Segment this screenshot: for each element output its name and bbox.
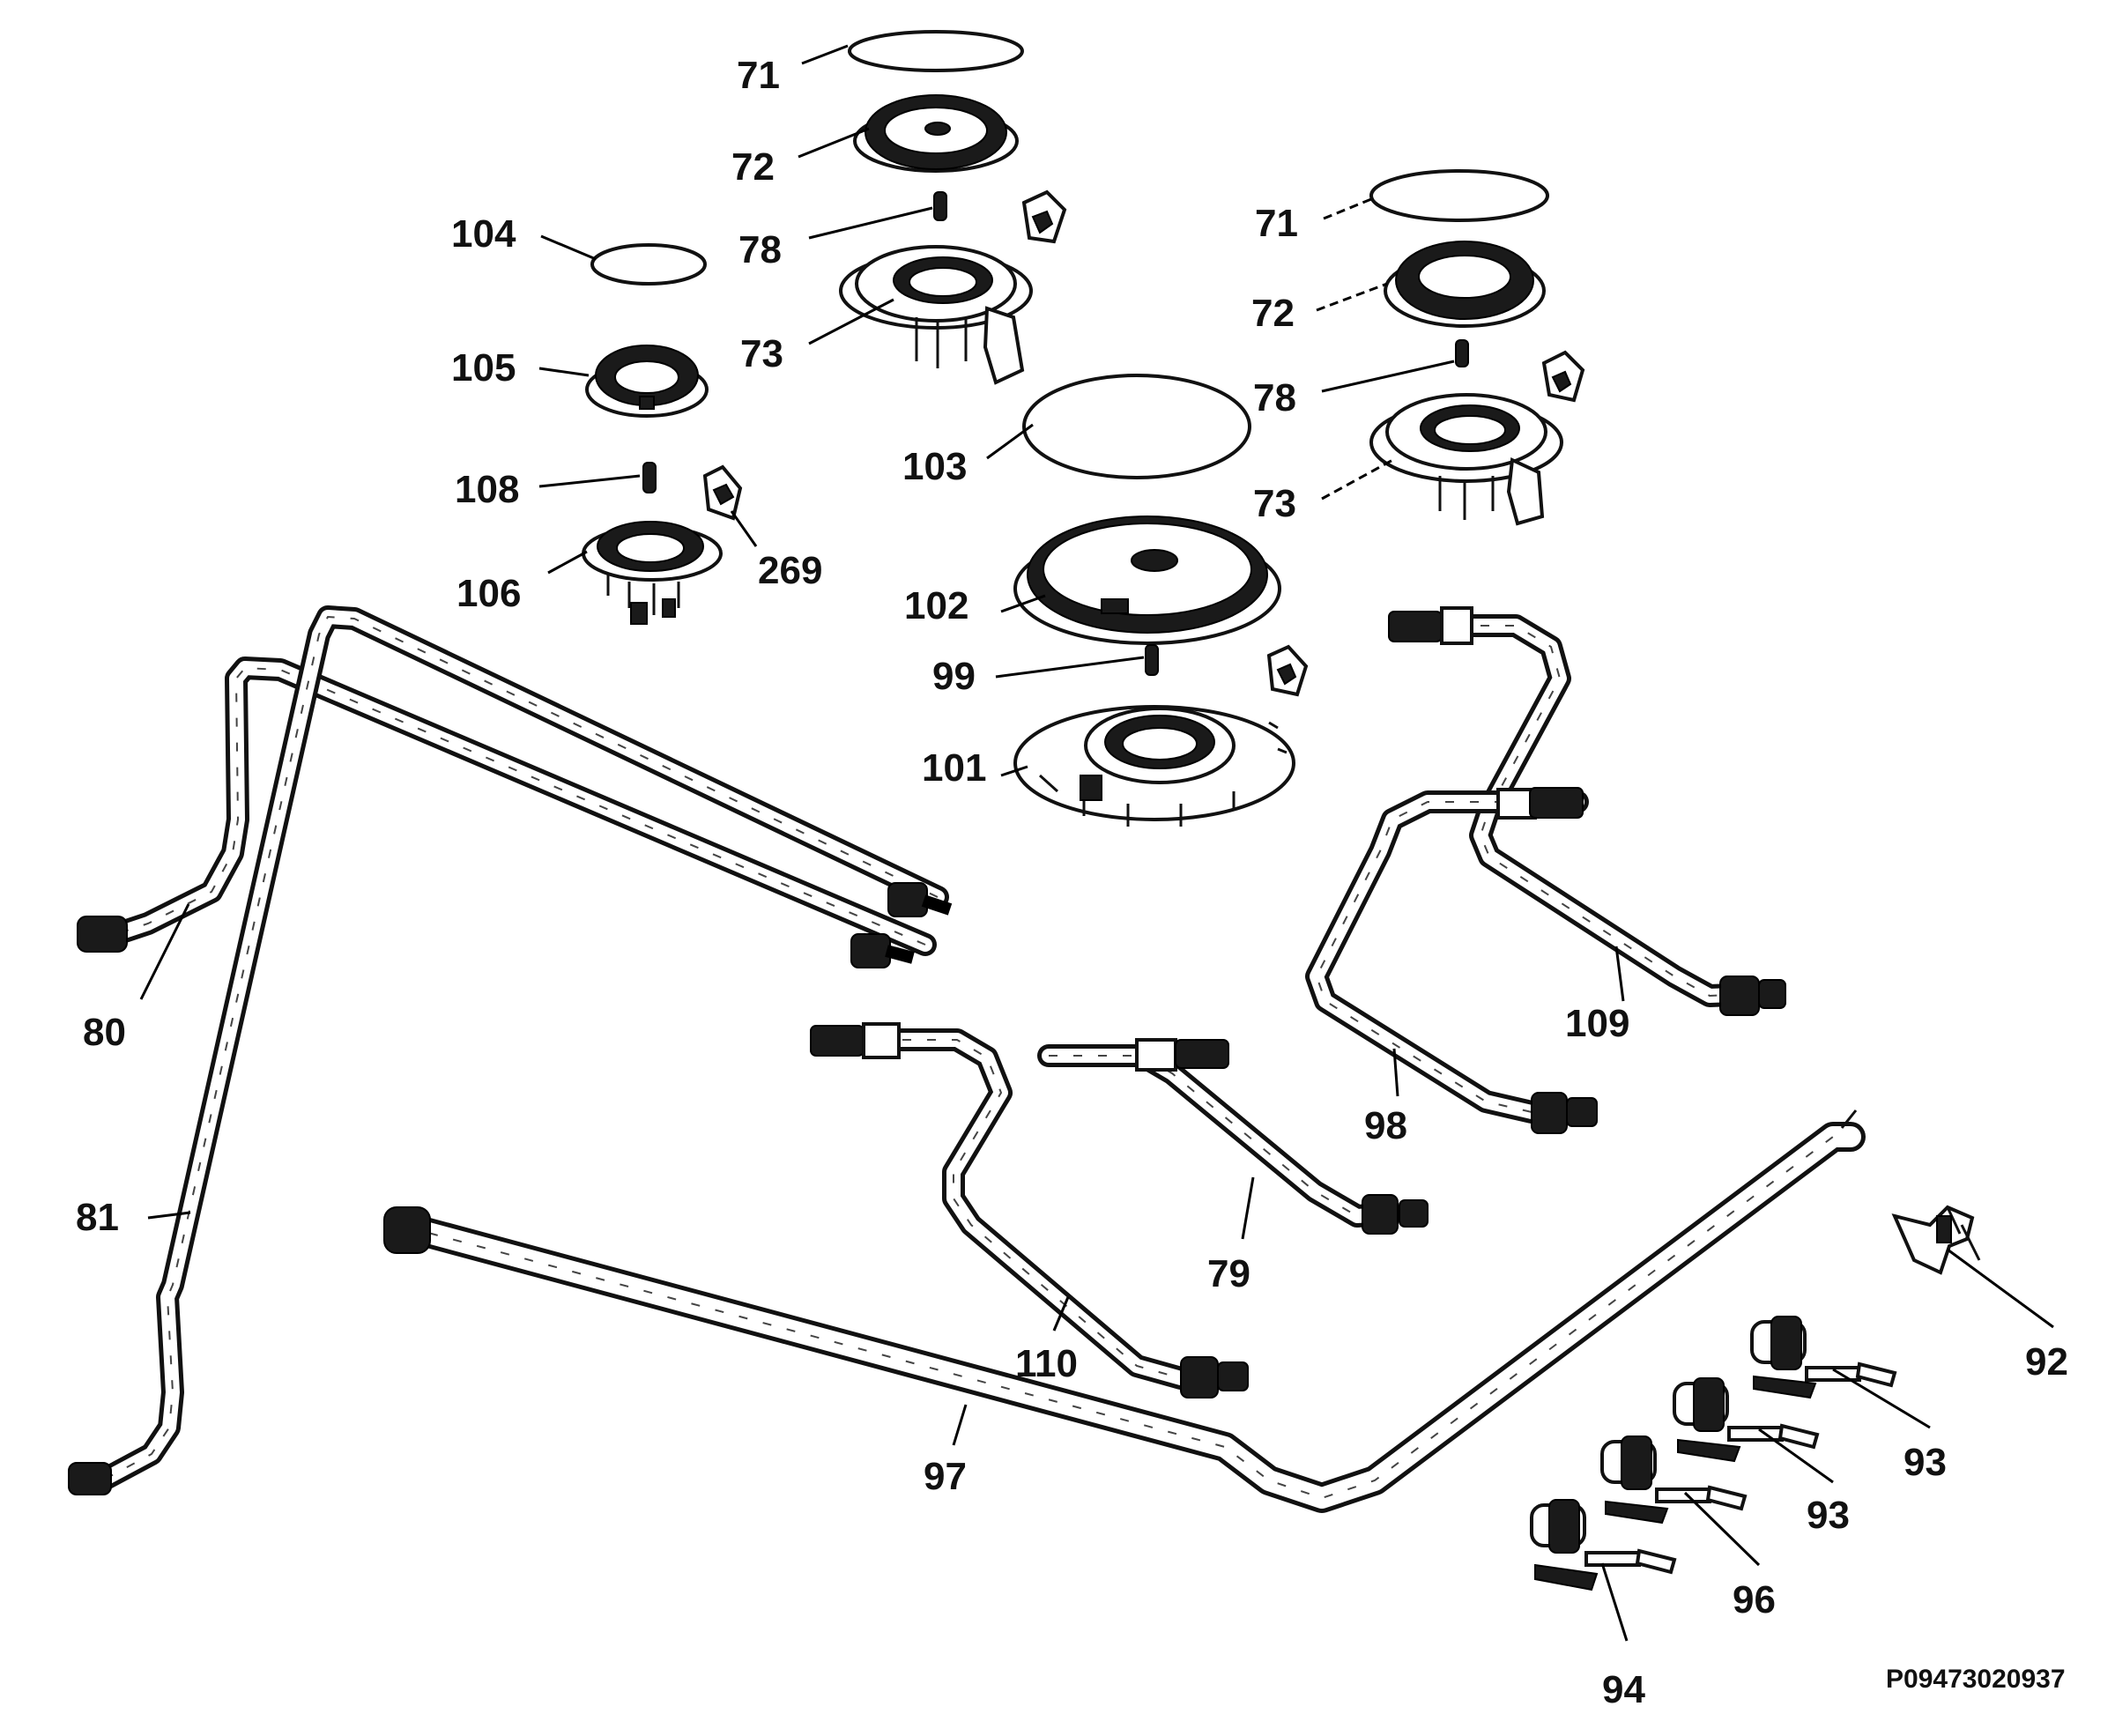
- gas-pipe-79: [1037, 1038, 1429, 1235]
- gas-valve-96: [1600, 1436, 1748, 1525]
- burner-cap-ring-104: [590, 243, 707, 286]
- burner-base-101: [1013, 705, 1295, 827]
- burner-cap-105: [585, 345, 709, 418]
- label-78-right: 78: [1253, 376, 1296, 419]
- label-81: 81: [76, 1196, 119, 1239]
- label-72-top: 72: [731, 145, 775, 189]
- electrode-99: [1145, 644, 1159, 676]
- label-99: 99: [932, 655, 976, 698]
- gas-pipe-81: [68, 605, 953, 1495]
- burner-base-106: [582, 521, 723, 625]
- label-79: 79: [1207, 1252, 1250, 1295]
- label-80: 80: [83, 1011, 126, 1054]
- label-105: 105: [451, 346, 516, 389]
- burner-cap-72-right: [1384, 241, 1546, 328]
- label-96: 96: [1733, 1578, 1776, 1621]
- label-108: 108: [455, 468, 519, 511]
- label-103: 103: [902, 445, 967, 488]
- electrode-78-right: [1455, 339, 1469, 367]
- clip-right-icon: [1541, 350, 1585, 403]
- label-106: 106: [456, 572, 521, 615]
- part-labels: 71 72 78 73 104 105 108 106 269 71 72 78…: [76, 54, 2068, 1711]
- gas-valve-94: [1530, 1499, 1677, 1591]
- label-97: 97: [924, 1455, 967, 1498]
- gas-pipe-109: [1388, 606, 1786, 1016]
- burner-cap-ring-71-right: [1369, 169, 1549, 222]
- label-102: 102: [904, 584, 968, 627]
- burner-cap-ring-71-top: [848, 30, 1024, 72]
- clip-99-icon: [1266, 644, 1309, 697]
- gas-pipe-110: [810, 1022, 1249, 1398]
- burner-cap-72-top: [853, 94, 1019, 173]
- leader-lines: [139, 44, 2054, 1642]
- burner-base-73-top: [839, 245, 1033, 385]
- label-73-top: 73: [740, 332, 783, 375]
- gas-valve-93-lower: [1673, 1377, 1820, 1463]
- label-71-right: 71: [1255, 202, 1298, 245]
- label-72-right: 72: [1251, 292, 1295, 335]
- label-71-top: 71: [737, 54, 780, 97]
- gas-pipe-98: [1305, 787, 1598, 1134]
- label-73-right: 73: [1253, 482, 1296, 525]
- label-269: 269: [758, 549, 822, 592]
- clip-icon: [1021, 189, 1067, 244]
- label-78-top: 78: [738, 228, 782, 271]
- reference-code: P09473020937: [1886, 1665, 2066, 1694]
- label-110: 110: [1015, 1342, 1078, 1385]
- gas-manifold-97: [383, 1109, 1866, 1513]
- burner-cap-ring-103: [1022, 374, 1251, 479]
- label-98: 98: [1364, 1104, 1407, 1147]
- burner-base-73-right: [1369, 393, 1563, 526]
- gas-pipe-80: [77, 657, 937, 968]
- thermocouple-92: [1891, 1205, 1981, 1275]
- label-93-lower: 93: [1807, 1494, 1850, 1537]
- gas-valve-93-upper: [1750, 1316, 1897, 1399]
- label-92: 92: [2025, 1340, 2068, 1384]
- label-101: 101: [922, 746, 986, 790]
- electrode-78-top: [933, 191, 947, 221]
- label-104: 104: [451, 212, 516, 256]
- label-93-upper: 93: [1904, 1441, 1947, 1484]
- label-94: 94: [1602, 1668, 1645, 1711]
- electrode-108: [642, 462, 657, 493]
- burner-cap-102: [1013, 516, 1281, 645]
- label-109: 109: [1565, 1002, 1629, 1045]
- clip-269: [702, 464, 743, 521]
